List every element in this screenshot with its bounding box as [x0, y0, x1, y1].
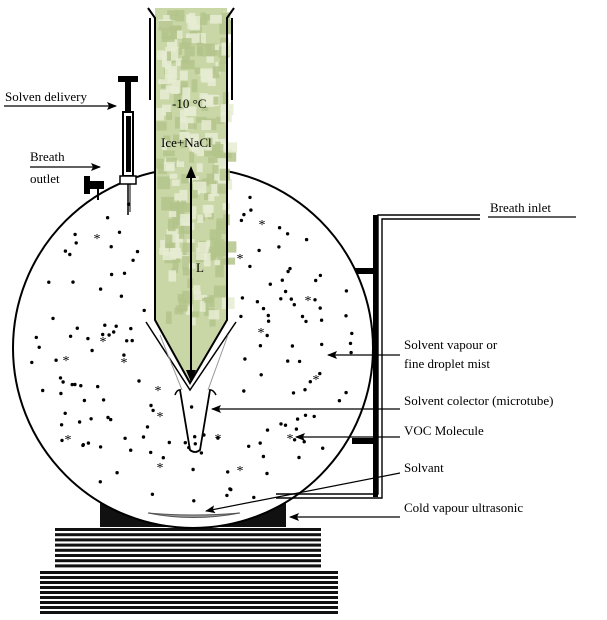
label-arrows — [4, 102, 576, 521]
voc-asterisk: * — [287, 432, 294, 447]
label-breath-inlet: Breath inlet — [490, 200, 551, 215]
breath-outlet-valve — [84, 176, 104, 200]
solvent-collector-microtube — [159, 334, 229, 453]
label-voc-molecule: VOC Molecule — [404, 423, 484, 438]
voc-asterisk: * — [100, 335, 107, 350]
voc-asterisk: * — [215, 432, 222, 447]
voc-asterisk: * — [313, 373, 320, 388]
voc-asterisk: * — [94, 232, 101, 247]
label-temperature: -10 °C — [172, 96, 206, 111]
voc-asterisk: * — [305, 294, 312, 309]
label-coolant: Ice+NaCl — [161, 135, 212, 150]
label-solvent-vapour-line2: fine droplet mist — [404, 356, 490, 371]
label-breath-outlet-line2: outlet — [30, 171, 60, 186]
voc-asterisk: * — [65, 433, 72, 448]
syringe — [118, 76, 138, 215]
mist-droplets — [30, 195, 354, 503]
length-dimension — [186, 166, 196, 382]
voc-molecules: * * * * * * * * * * * * * * * * — [63, 218, 320, 479]
voc-asterisk: * — [157, 461, 164, 476]
voc-asterisk: * — [157, 410, 164, 425]
voc-asterisk: * — [259, 218, 266, 233]
base-lower-tier — [40, 571, 338, 614]
solvent-pool — [147, 512, 241, 518]
label-length: L — [196, 260, 204, 275]
label-solvent-vapour-line1: Solvent vapour or — [404, 337, 498, 352]
voc-asterisk: * — [155, 384, 162, 399]
label-solvent-collector: Solvent colector (microtube) — [404, 393, 553, 408]
voc-asterisk: * — [121, 356, 128, 371]
voc-asterisk: * — [237, 252, 244, 267]
label-solvent-delivery: Solven delivery — [5, 89, 87, 104]
label-solvant: Solvant — [404, 460, 444, 475]
label-breath-outlet-line1: Breath — [30, 149, 65, 164]
voc-asterisk: * — [63, 354, 70, 369]
label-ultrasonic: Cold vapour ultrasonic — [404, 500, 523, 515]
voc-asterisk: * — [237, 464, 244, 479]
base-upper-tier — [55, 528, 321, 568]
voc-asterisk: * — [258, 326, 265, 341]
